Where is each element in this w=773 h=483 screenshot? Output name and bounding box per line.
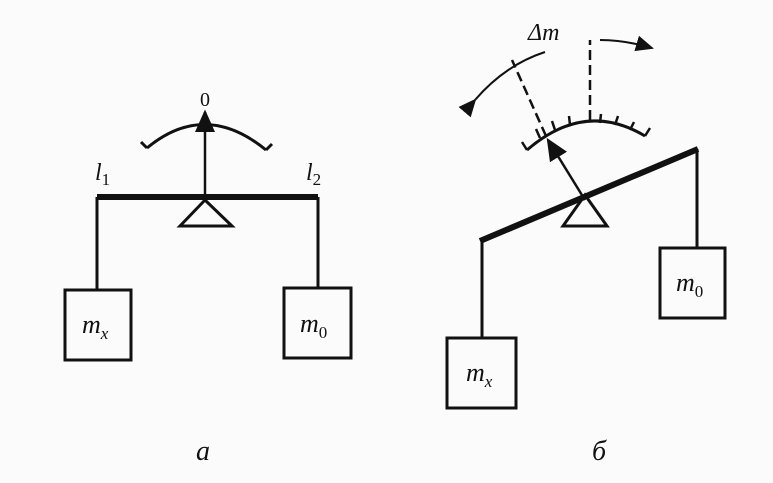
zero-label: 0 xyxy=(200,89,210,111)
delta-arc-left xyxy=(458,51,546,118)
beam xyxy=(478,146,700,244)
pointer-arrow xyxy=(546,137,587,201)
delta-arc-right xyxy=(599,35,654,52)
right-mass-box xyxy=(658,246,727,320)
left-mass-box xyxy=(445,336,518,410)
caption-b: б xyxy=(592,436,607,467)
pivot-icon xyxy=(176,197,236,228)
scale-arc xyxy=(146,123,267,152)
right-mass-label: m0 xyxy=(300,309,327,342)
pivot-icon xyxy=(560,192,610,228)
scale-ticks xyxy=(520,113,652,151)
right-mass-box xyxy=(282,286,353,360)
balance-deflected xyxy=(445,35,727,410)
left-mass-label: mx xyxy=(466,358,493,391)
l1-label: l1 xyxy=(95,160,110,189)
left-mass-box xyxy=(63,288,133,362)
caption-a: а xyxy=(196,436,210,467)
balance-equilibrium xyxy=(63,109,353,362)
delta-m-label: Δm xyxy=(527,20,559,46)
left-mass-label: mx xyxy=(82,310,109,343)
scale-end-ticks xyxy=(139,140,274,152)
right-mass-label: m0 xyxy=(676,268,703,301)
l2-label: l2 xyxy=(306,160,321,189)
pointer-extension-dashed xyxy=(510,59,548,137)
